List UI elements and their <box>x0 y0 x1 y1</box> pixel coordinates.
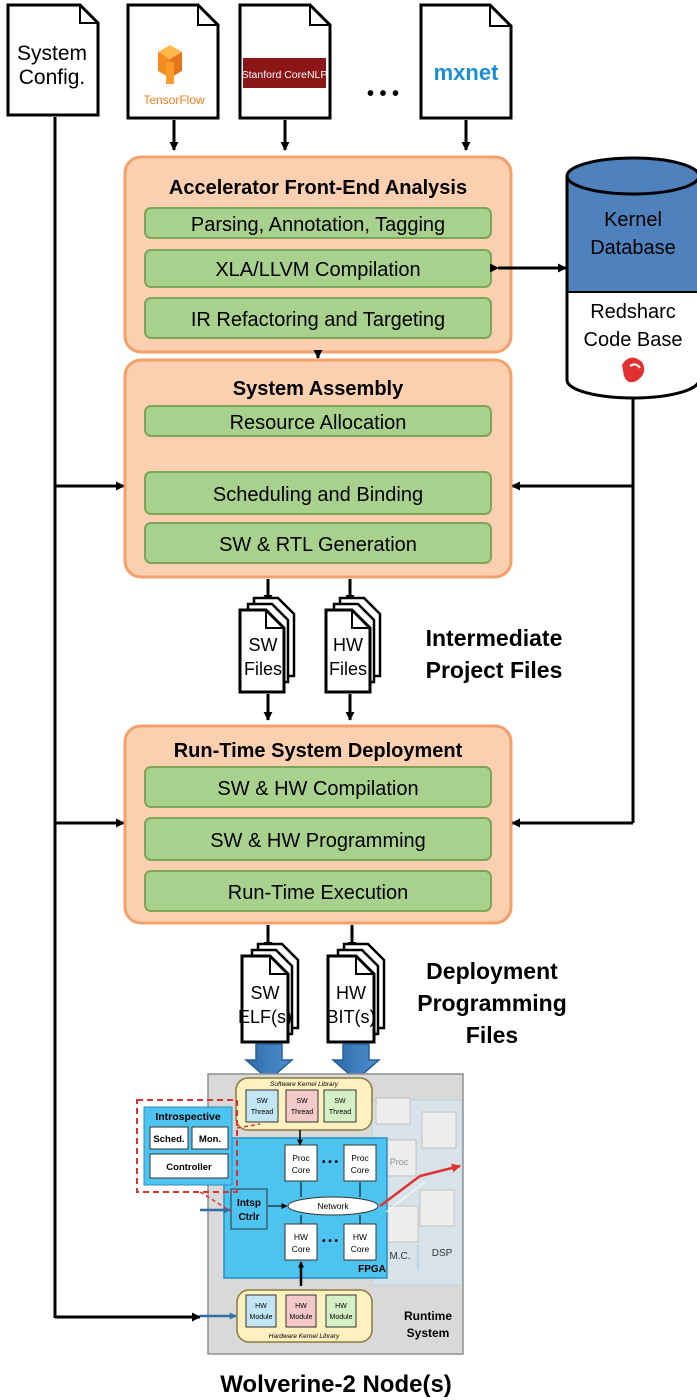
tensorflow-logo-icon <box>158 45 182 84</box>
runtime-deployment-stage: Run-Time System Deployment SW & HW Compi… <box>123 724 513 925</box>
front-end-title: Accelerator Front-End Analysis <box>169 177 467 199</box>
front-end-analysis-stage: Accelerator Front-End Analysis Parsing, … <box>123 155 513 354</box>
sw-thread-1-label-1: SW <box>256 1098 268 1105</box>
wolverine-node: Proc M.C. DSP Software Kernel Library SW… <box>136 1073 464 1355</box>
runtime-system-label-2: System <box>407 1326 450 1340</box>
system-config-label-1: System <box>17 42 87 65</box>
deployment-title: Run-Time System Deployment <box>174 740 463 762</box>
hw-core-1-label-2: Core <box>292 1244 311 1254</box>
step-sw-rtl-generation: SW & RTL Generation <box>219 534 417 556</box>
node-caption: Wolverine-2 Node(s) <box>220 1371 452 1398</box>
intsp-label-1: Intsp <box>237 1198 261 1209</box>
hw-core-2-label-1: HW <box>353 1232 367 1242</box>
sw-elf-stack: SW ELF(s) <box>238 942 300 1044</box>
hw-deploy-arrow <box>330 1043 382 1081</box>
sw-elf-label-2: ELF(s) <box>238 1007 292 1027</box>
tensorflow-label: TensorFlow <box>143 93 205 107</box>
step-parsing: Parsing, Annotation, Tagging <box>191 214 445 236</box>
hw-module-3-label-2: Module <box>330 1314 353 1321</box>
programming-label-1: Deployment <box>426 958 558 984</box>
proc-ellipsis: • • • <box>322 1157 339 1168</box>
intsp-label-2: Ctrlr <box>238 1212 259 1223</box>
sw-files-stack: SW Files <box>238 596 296 694</box>
intermediate-label-1: Intermediate <box>426 625 563 651</box>
mxnet-document: mxnet <box>419 3 513 120</box>
proc-core-2-label-1: Proc <box>351 1153 369 1163</box>
proc-core-1-label-2: Core <box>292 1165 311 1175</box>
sw-thread-3-label-2: Thread <box>329 1109 351 1116</box>
hw-bit-stack: HW BIT(s) <box>326 942 386 1044</box>
corenlp-banner <box>243 58 326 88</box>
hw-module-1-label-2: Module <box>250 1314 273 1321</box>
step-xla-llvm: XLA/LLVM Compilation <box>215 259 420 281</box>
sw-library-label: Software Kernel Library <box>270 1081 339 1088</box>
corenlp-document: Stanford CoreNLP <box>238 3 332 120</box>
programming-label-3: Files <box>466 1022 518 1048</box>
hw-files-label-2: Files <box>329 659 367 679</box>
corenlp-label: Stanford CoreNLP <box>242 69 328 81</box>
hw-module-2-label-2: Module <box>290 1314 313 1321</box>
hw-ellipsis: • • • <box>322 1236 339 1247</box>
mc-label: M.C. <box>389 1251 410 1262</box>
sw-thread-3-label-1: SW <box>334 1098 346 1105</box>
system-config-document: System Config. <box>6 3 100 117</box>
controller-label: Controller <box>166 1162 212 1173</box>
step-scheduling-binding: Scheduling and Binding <box>213 484 423 506</box>
kernel-database-cylinder: Kernel Database Redsharc Code Base <box>565 156 697 400</box>
programming-label-2: Programming <box>417 990 567 1016</box>
intermediate-label-2: Project Files <box>426 657 563 683</box>
runtime-system-label-1: Runtime <box>404 1309 452 1323</box>
introspective-label: Introspective <box>155 1111 221 1123</box>
sched-label: Sched. <box>153 1134 184 1145</box>
inputs-ellipsis: • • • <box>367 83 399 105</box>
sw-thread-2-label-2: Thread <box>291 1109 313 1116</box>
hw-library-label: Hardware Kernel Library <box>269 1333 340 1340</box>
hw-core-1-label-1: HW <box>294 1232 308 1242</box>
kernel-database-label-1: Kernel <box>604 209 662 231</box>
mon-label: Mon. <box>199 1134 221 1145</box>
hw-module-2-label-1: HW <box>295 1303 307 1310</box>
tensorflow-document: TensorFlow <box>126 3 220 120</box>
sw-thread-2-label-1: SW <box>296 1098 308 1105</box>
redsharc-logo-icon <box>622 357 645 383</box>
hw-bit-label-1: HW <box>336 983 366 1003</box>
sw-deploy-arrow <box>243 1043 295 1081</box>
hw-module-1-label-1: HW <box>255 1303 267 1310</box>
dsp-label: DSP <box>432 1248 453 1259</box>
kernel-database-label-2: Database <box>590 237 676 259</box>
sw-elf-label-1: SW <box>251 983 280 1003</box>
hw-module-3-label-1: HW <box>335 1303 347 1310</box>
sw-files-label-1: SW <box>249 635 278 655</box>
hw-core-2-label-2: Core <box>351 1244 370 1254</box>
step-sw-hw-compilation: SW & HW Compilation <box>217 778 418 800</box>
sw-files-label-2: Files <box>244 659 282 679</box>
fpga-label: FPGA <box>358 1264 386 1275</box>
network-label: Network <box>317 1201 349 1211</box>
proc-core-1-label-1: Proc <box>292 1153 310 1163</box>
proc-core-2-label-2: Core <box>351 1165 370 1175</box>
step-runtime-execution: Run-Time Execution <box>228 882 408 904</box>
mxnet-label: mxnet <box>434 60 499 85</box>
system-assembly-stage: System Assembly Resource Allocation Sche… <box>123 358 513 579</box>
step-sw-hw-programming: SW & HW Programming <box>210 830 426 852</box>
hw-files-stack: HW Files <box>324 596 382 694</box>
step-ir-refactoring: IR Refactoring and Targeting <box>191 309 445 331</box>
hw-files-label-1: HW <box>333 635 363 655</box>
assembly-title: System Assembly <box>233 378 404 400</box>
faded-proc-label: Proc <box>390 1157 409 1167</box>
code-base-label-2: Code Base <box>584 329 683 351</box>
sw-thread-1-label-2: Thread <box>251 1109 273 1116</box>
hw-bit-label-2: BIT(s) <box>327 1007 376 1027</box>
system-config-label-2: Config. <box>19 66 86 89</box>
code-base-label-1: Redsharc <box>590 301 676 323</box>
step-resource-allocation: Resource Allocation <box>230 412 407 434</box>
